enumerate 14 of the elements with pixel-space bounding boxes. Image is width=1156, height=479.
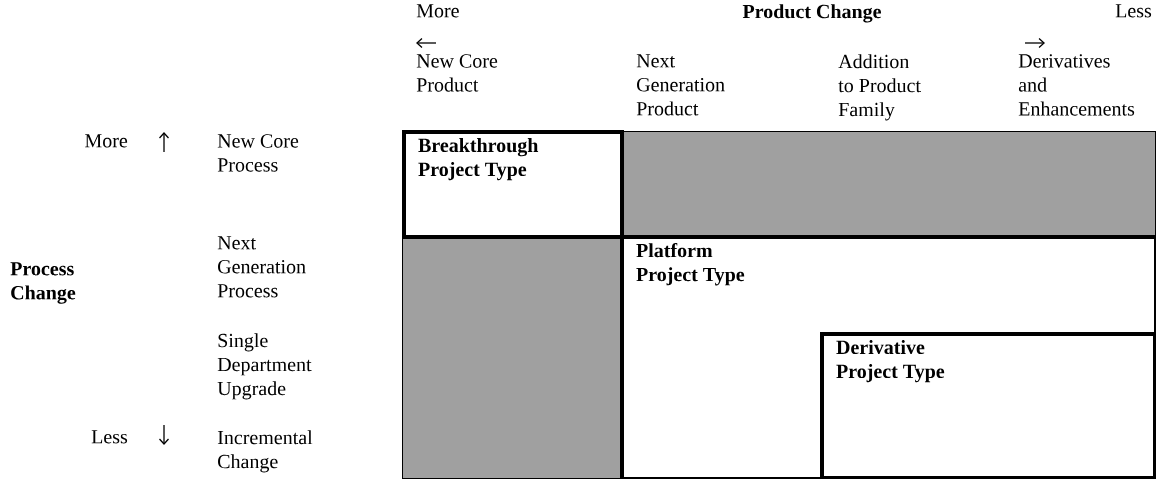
project-type-box: Breakthrough Project Type — [402, 130, 624, 239]
row-heading: Single Department Upgrade — [217, 333, 312, 400]
scale-label: More — [85, 134, 128, 148]
column-heading: Next Generation Product — [636, 54, 725, 116]
scale-label: Less — [91, 430, 128, 444]
row-heading: New Core Process — [217, 134, 299, 172]
project-type-box: Derivative Project Type — [820, 332, 1156, 479]
row-heading: Next Generation Process — [217, 236, 306, 298]
row-heading: Incremental Change — [217, 430, 313, 473]
scale-label: More — [416, 4, 459, 18]
column-heading: New Core Product — [416, 54, 498, 92]
axis-title: Product Change — [742, 4, 881, 23]
scale-label: Less — [1115, 4, 1152, 18]
axis-title: Process Change — [10, 262, 76, 304]
